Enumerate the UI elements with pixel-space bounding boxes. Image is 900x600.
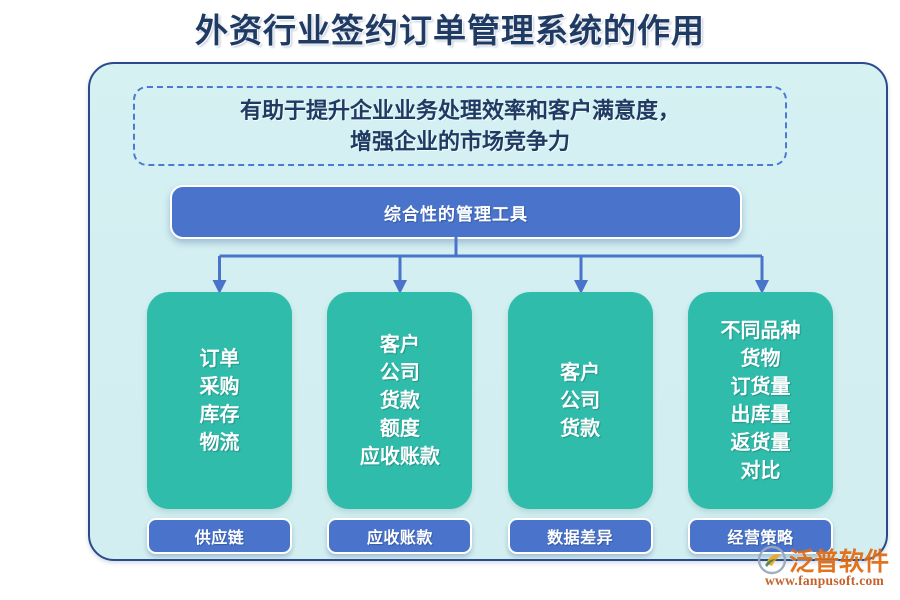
branch-card-2[interactable]: 客户 公司 货款 额度 应收账款 <box>327 292 473 509</box>
branch-card-2-line-4: 额度 <box>379 417 420 440</box>
watermark-brand: 泛普软件 <box>789 549 890 576</box>
branch-chips: 供应链 应收账款 数据差异 经营策略 <box>147 518 833 554</box>
branch-card-3-line-1: 客户 <box>560 361 601 384</box>
root-node[interactable]: 综合性的管理工具 <box>170 185 742 239</box>
branch-card-1-line-4: 物流 <box>199 431 240 454</box>
branch-chip-1[interactable]: 供应链 <box>147 518 292 554</box>
branch-chip-1-label: 供应链 <box>194 530 245 547</box>
branch-card-3-line-3: 货款 <box>560 417 601 440</box>
branch-card-2-line-3: 货款 <box>379 389 420 412</box>
branch-card-4[interactable]: 不同品种 货物 订货量 出库量 返货量 对比 <box>687 292 833 509</box>
branch-chip-2[interactable]: 应收账款 <box>327 518 473 554</box>
page-title: 外资行业签约订单管理系统的作用 <box>195 14 705 50</box>
statement-line-1: 有助于提升企业业务处理效率和客户满意度， <box>239 98 680 123</box>
branch-chip-2-label: 应收账款 <box>366 530 433 547</box>
branch-card-3[interactable]: 客户 公司 货款 <box>507 292 653 509</box>
branch-chip-3-label: 数据差异 <box>547 530 614 547</box>
statement-box: 有助于提升企业业务处理效率和客户满意度， 增强企业的市场竞争力 <box>133 86 787 166</box>
watermark: 泛普软件 www.fanpusoft.com <box>757 540 900 598</box>
branch-card-4-line-1: 不同品种 <box>720 319 801 342</box>
branch-chip-3[interactable]: 数据差异 <box>507 518 653 554</box>
branch-card-3-line-2: 公司 <box>560 389 601 412</box>
branch-card-2-line-1: 客户 <box>379 333 420 356</box>
branch-card-1[interactable]: 订单 采购 库存 物流 <box>147 292 292 509</box>
branch-card-4-line-2: 货物 <box>740 347 781 370</box>
branch-card-2-line-5: 应收账款 <box>359 445 440 468</box>
watermark-url: www.fanpusoft.com <box>765 573 885 588</box>
fanpu-logo-icon <box>757 545 787 575</box>
statement-line-2: 增强企业的市场竞争力 <box>349 129 570 154</box>
branch-cards: 订单 采购 库存 物流 客户 公司 货款 额度 应收账款 客户 公司 货款 不同… <box>147 292 833 509</box>
branch-card-2-line-2: 公司 <box>379 361 420 384</box>
branch-card-4-line-6: 对比 <box>740 459 781 482</box>
branch-chip-4-label: 经营策略 <box>727 530 794 547</box>
branch-card-1-line-2: 采购 <box>199 375 240 398</box>
branch-card-4-line-4: 出库量 <box>730 403 791 426</box>
branch-card-4-line-5: 返货量 <box>730 431 791 454</box>
branch-card-4-line-3: 订货量 <box>730 375 791 398</box>
watermark-brand-row: 泛普软件 <box>757 542 889 578</box>
connector-tree <box>212 234 769 294</box>
diagram-panel: 有助于提升企业业务处理效率和客户满意度， 增强企业的市场竞争力 综合性的管理工具… <box>88 62 888 561</box>
branch-card-1-line-3: 库存 <box>199 403 240 426</box>
root-node-label: 综合性的管理工具 <box>384 204 528 224</box>
branch-card-1-line-1: 订单 <box>199 347 240 370</box>
